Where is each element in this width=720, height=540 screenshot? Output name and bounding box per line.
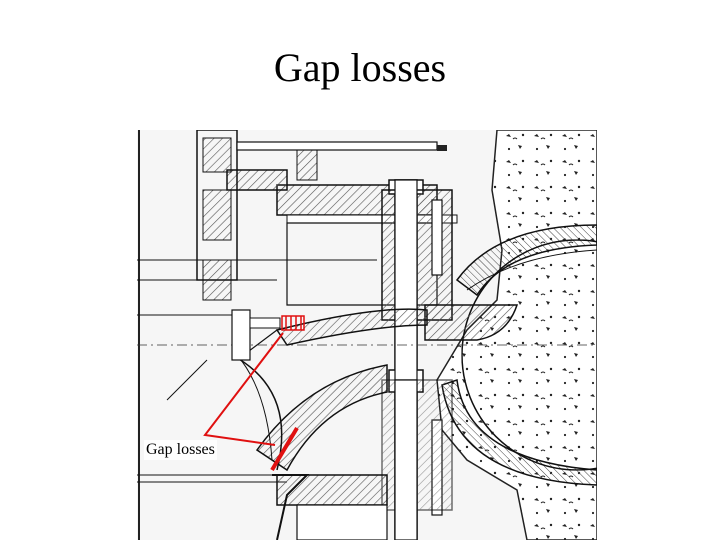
bottom-ring [276, 474, 388, 506]
runner-band [275, 308, 428, 346]
slide-title: Gap losses [273, 45, 447, 90]
turbine-cross-section-drawing [137, 130, 597, 540]
spiral-casing-lower [441, 378, 597, 486]
callout-leader-lines [203, 332, 284, 446]
lower-gap-seal-marker [270, 426, 299, 472]
gap-losses-callout-label: Gap losses [144, 440, 217, 460]
upper-gap-seal-marker [281, 315, 305, 331]
